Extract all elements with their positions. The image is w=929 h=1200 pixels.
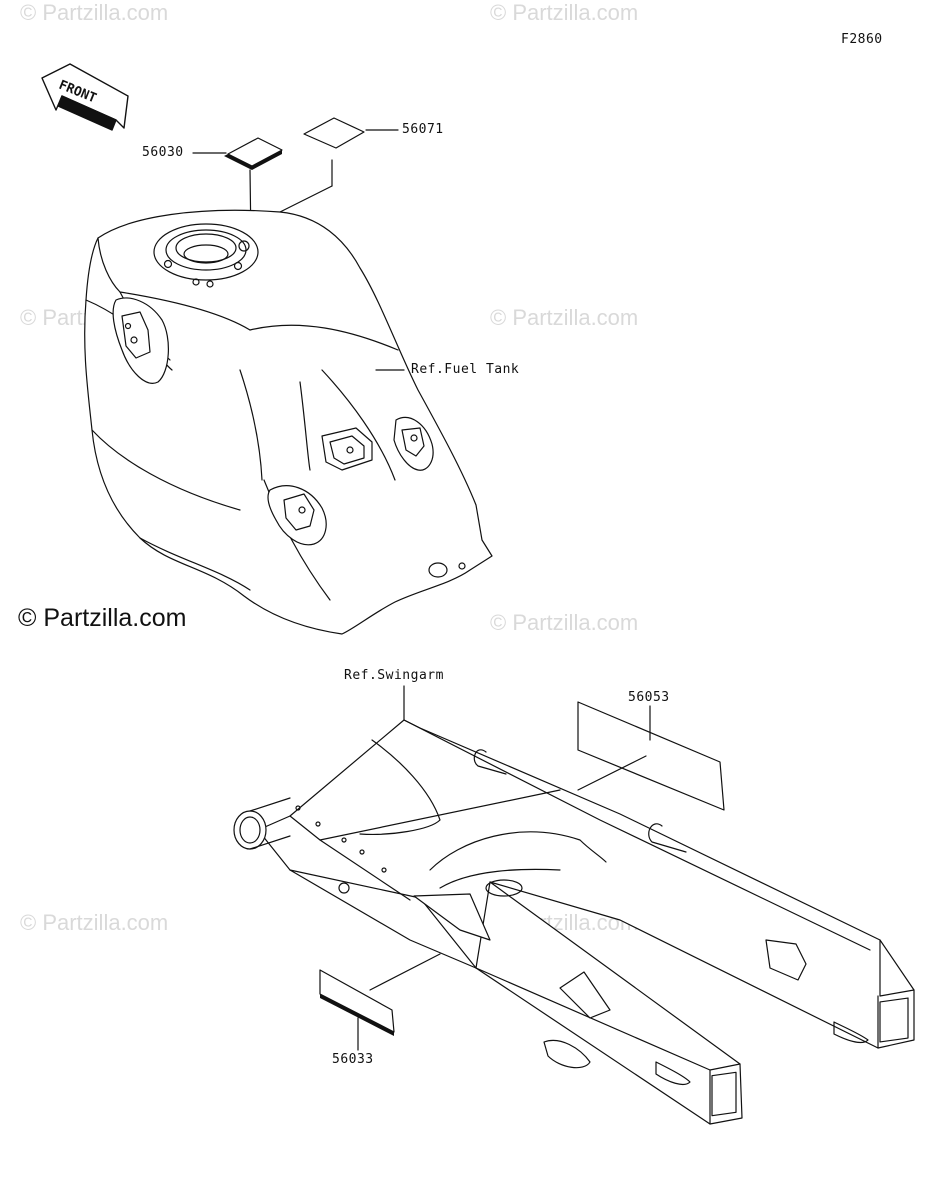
callout-56071[interactable]: 56071 (402, 122, 444, 137)
fuel-tank-outline (85, 210, 492, 634)
label-56053-shape (578, 702, 724, 810)
callout-ref-swingarm: Ref.Swingarm (344, 668, 444, 683)
watermark-main: © Partzilla.com (18, 604, 187, 632)
label-56071-shape (304, 118, 364, 148)
callout-56033[interactable]: 56033 (332, 1052, 374, 1067)
callout-56030[interactable]: 56030 (142, 145, 184, 160)
watermark: © Partzilla.com (490, 610, 639, 635)
callout-56053[interactable]: 56053 (628, 690, 670, 705)
watermark: © Partzilla.com (20, 0, 169, 25)
figure-code: F2860 (841, 32, 883, 47)
watermark: © Partzilla.com (490, 0, 639, 25)
watermark: © Partzilla.com (20, 910, 169, 935)
watermark: © Partzilla.com (490, 305, 639, 330)
callout-ref-fuel-tank: Ref.Fuel Tank (411, 362, 520, 377)
